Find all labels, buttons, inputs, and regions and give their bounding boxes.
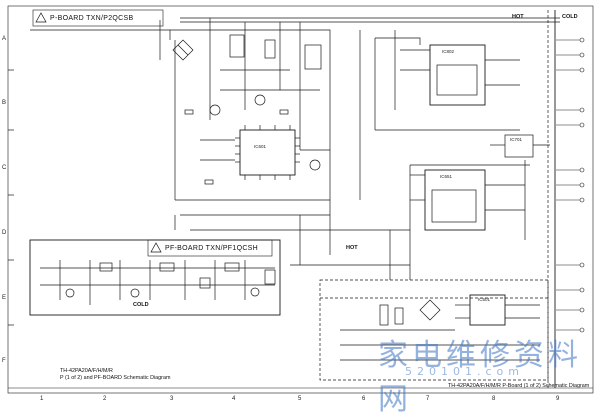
warning-triangle-icon: [35, 12, 47, 23]
row-letter-b: B: [2, 100, 7, 106]
lower-right-region: [319, 279, 549, 381]
footer-left: TH-42PA20A/F/H/M/R P (1 of 2) and PF-BOA…: [60, 368, 170, 382]
zone-hot-top: HOT: [512, 14, 524, 20]
col-number-2: 2: [103, 396, 107, 402]
page-frame: [7, 5, 594, 394]
ic-601-label: IC601: [254, 144, 267, 149]
col-number-3: 3: [170, 396, 174, 402]
zone-hot-lower: HOT: [346, 245, 358, 251]
watermark-text: 家电维修资料网: [378, 338, 582, 417]
footer-right: TH-42PA20A/F/H/M/R P-Board (1 of 2) Sche…: [448, 383, 590, 389]
ic-701-label: IC701: [510, 137, 523, 142]
zone-cold-lower: COLD: [133, 302, 149, 308]
zone-cold-top: COLD: [562, 14, 578, 20]
footer-left-line1: TH-42PA20A/F/H/M/R: [60, 368, 113, 374]
watermark-url: 520101.com: [405, 365, 524, 378]
col-number-8: 8: [492, 396, 496, 402]
row-letter-a: A: [2, 36, 7, 42]
bridge-rectifier: [172, 39, 194, 61]
wire-top-left: [30, 29, 171, 40]
ic-802-body: [429, 44, 486, 106]
warning-triangle-icon-2: [150, 242, 162, 253]
schematic-canvas: [7, 5, 594, 394]
ic-501-label: IC501: [478, 297, 491, 302]
row-letter-c: C: [2, 165, 7, 171]
row-letter-d: D: [2, 230, 7, 236]
col-number-6: 6: [362, 396, 366, 402]
col-number-1: 1: [40, 396, 44, 402]
ic-802-label: IC802: [442, 49, 455, 54]
footer-left-line2: P (1 of 2) and PF-BOARD Schematic Diagra…: [60, 374, 171, 381]
ic-651-label: IC651: [440, 174, 453, 179]
p-board-label: P-BOARD TXN/P2QCSB: [50, 15, 134, 22]
col-number-9: 9: [556, 396, 560, 402]
ic-701-body: [504, 134, 534, 158]
pf-board-label: PF-BOARD TXN/PF1QCSH: [165, 245, 258, 252]
ic-501-body: [469, 294, 506, 326]
col-number-7: 7: [426, 396, 430, 402]
ic-601-body: [239, 129, 296, 176]
col-number-4: 4: [232, 396, 236, 402]
col-number-5: 5: [298, 396, 302, 402]
row-letter-e: E: [2, 295, 7, 301]
row-letter-f: F: [2, 358, 6, 364]
